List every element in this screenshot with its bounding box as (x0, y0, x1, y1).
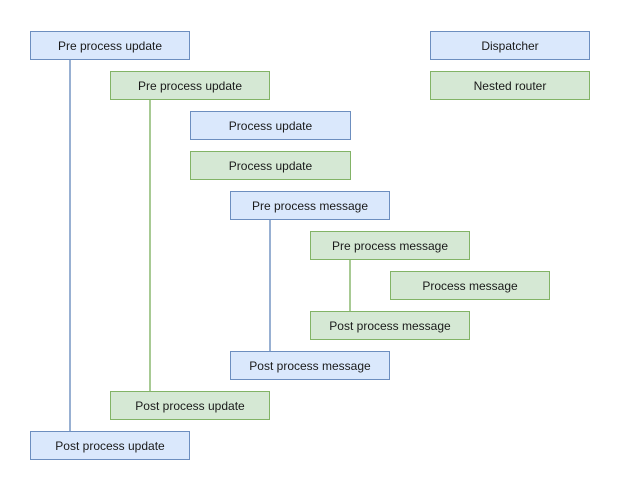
node-n8[interactable]: Post process message (310, 311, 470, 340)
node-n1[interactable]: Pre process update (30, 31, 190, 60)
legend-item-nested-router: Nested router (430, 71, 590, 100)
node-n4[interactable]: Process update (190, 151, 351, 180)
node-n5[interactable]: Pre process message (230, 191, 390, 220)
node-n2[interactable]: Pre process update (110, 71, 270, 100)
node-n6[interactable]: Pre process message (310, 231, 470, 260)
node-n11[interactable]: Post process update (30, 431, 190, 460)
node-n7[interactable]: Process message (390, 271, 550, 300)
node-n9[interactable]: Post process message (230, 351, 390, 380)
node-n3[interactable]: Process update (190, 111, 351, 140)
legend-item-dispatcher: Dispatcher (430, 31, 590, 60)
node-n10[interactable]: Post process update (110, 391, 270, 420)
